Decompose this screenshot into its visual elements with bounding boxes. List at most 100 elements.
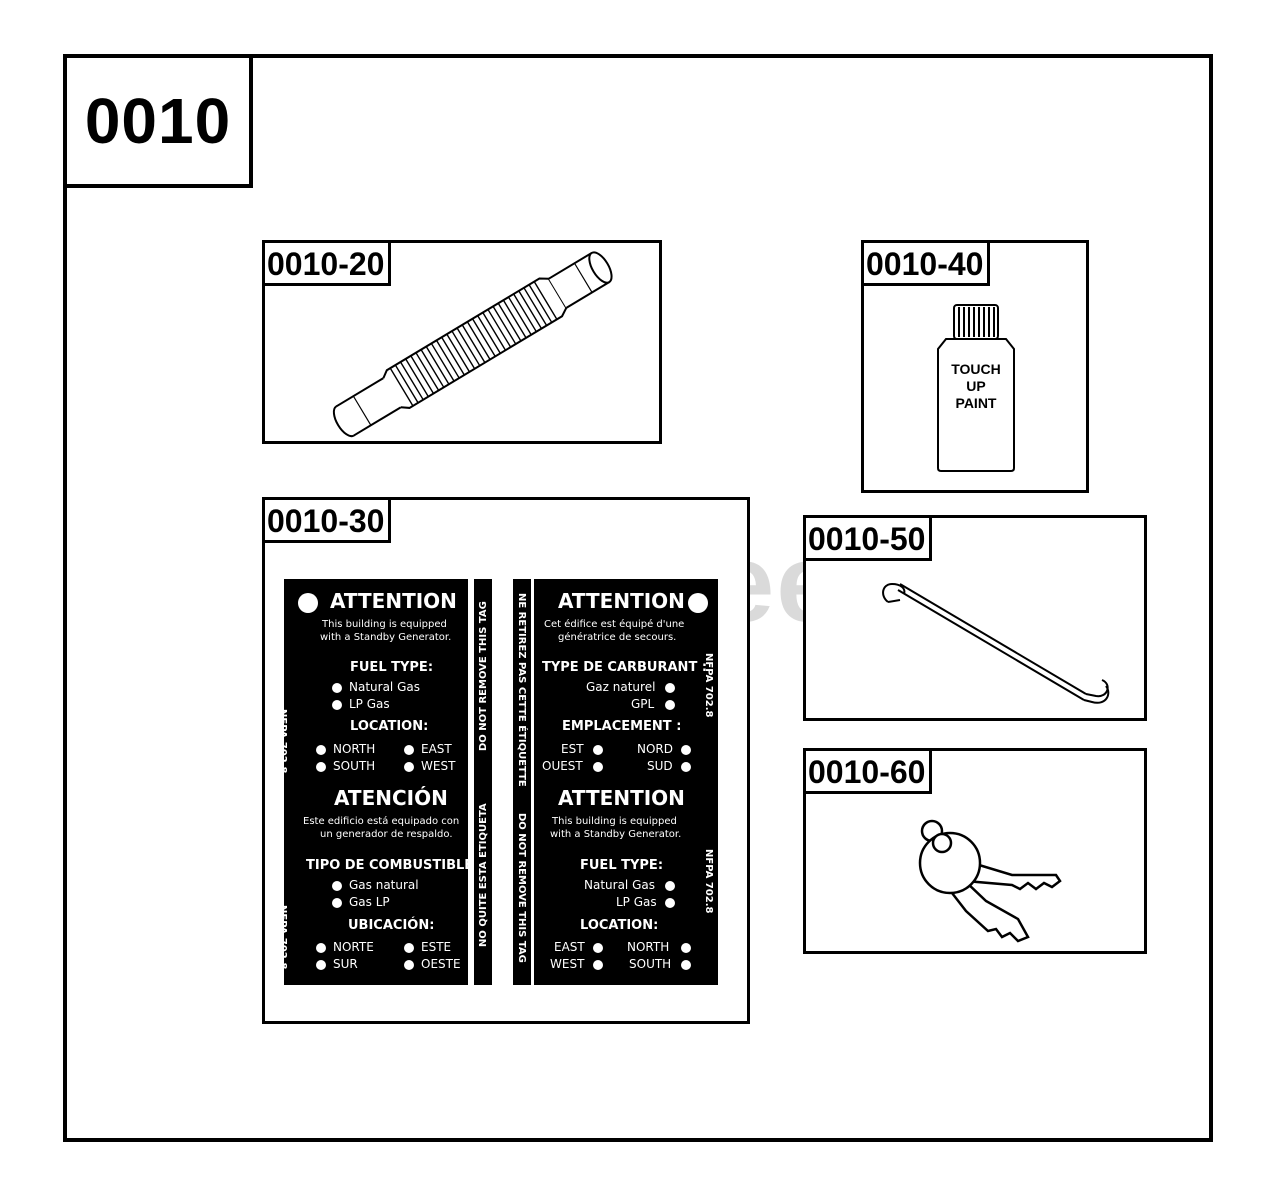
flex-hose-illustration (332, 251, 613, 438)
loc-nord: NORD (637, 742, 673, 756)
bottle-label-line-2: UP (966, 378, 986, 394)
checkbox-dot (665, 683, 675, 693)
part-id-0010-20: 0010-20 (265, 243, 392, 286)
checkbox-dot (404, 762, 414, 772)
part-id-0010-50: 0010-50 (806, 518, 933, 561)
part-id-0010-30: 0010-30 (265, 500, 392, 543)
checkbox-dot (681, 745, 691, 755)
checkbox-dot (593, 960, 603, 970)
checkbox-dot (593, 745, 603, 755)
nfpa-code: NFPA 702.8 (277, 709, 288, 774)
fuel-type-heading-en: FUEL TYPE: (580, 858, 664, 873)
fuel-type-heading-es: TIPO DE COMBUSTIBLE: (306, 858, 479, 873)
tag-desc-en-line1: This building is equipped (552, 816, 677, 827)
fuel-option-es-2: Gas LP (349, 895, 390, 909)
tag-tear-strip-left: DO NOT REMOVE THIS TAG NO QUITE ESTA ETI… (474, 579, 492, 985)
checkbox-dot (404, 745, 414, 755)
checkbox-dot (332, 898, 342, 908)
nfpa-code: NFPA 702.8 (703, 849, 714, 914)
part-id-0010-40: 0010-40 (864, 243, 991, 286)
tag-title-en: ATTENTION (558, 786, 685, 810)
part-panel-0010-30[interactable]: 0010-30 ATTENTION This building is equip… (262, 497, 750, 1024)
loc-north: NORTH (333, 742, 376, 756)
tag-desc-es-line2: un generador de respaldo. (320, 829, 453, 840)
tag-desc-en-line2: with a Standby Generator. (550, 829, 682, 840)
tag-title-es: ATENCIÓN (334, 786, 448, 810)
checkbox-dot (404, 960, 414, 970)
fuel-option-en-1: Natural Gas (584, 878, 655, 892)
part-panel-0010-60[interactable]: 0010-60 (803, 748, 1147, 954)
fuel-option-1: Natural Gas (349, 680, 420, 694)
checkbox-dot (681, 943, 691, 953)
tag-title: ATTENTION (330, 589, 457, 613)
loc-west: WEST (550, 957, 585, 971)
checkbox-dot (665, 898, 675, 908)
location-heading-fr: EMPLACEMENT : (562, 719, 682, 734)
tag-desc-es-line1: Este edificio está equipado con (303, 816, 460, 827)
checkbox-dot (316, 943, 326, 953)
fuel-option-es-1: Gas natural (349, 878, 419, 892)
tag-hole (298, 593, 318, 613)
loc-south: SOUTH (333, 759, 376, 773)
bottle-label: TOUCH UP PAINT (938, 361, 1014, 412)
tag-french-english: ATTENTION Cet édifice est équipé d'une g… (534, 579, 718, 985)
checkbox-dot (316, 762, 326, 772)
checkbox-dot (681, 762, 691, 772)
checkbox-dot (593, 762, 603, 772)
checkbox-dot (593, 943, 603, 953)
checkbox-dot (332, 683, 342, 693)
part-panel-0010-40[interactable]: TOUCH UP PAINT 0010-40 (861, 240, 1089, 493)
location-heading: LOCATION: (350, 719, 429, 734)
main-assembly-label: 0010 (63, 54, 253, 188)
part-panel-0010-50[interactable]: 0010-50 (803, 515, 1147, 721)
fuel-option-fr-1: Gaz naturel (586, 680, 656, 694)
nfpa-code: NFPA 702.8 (703, 653, 714, 718)
checkbox-dot (665, 881, 675, 891)
location-heading-en: LOCATION: (580, 918, 659, 933)
tag-desc-fr-line1: Cet édifice est équipé d'une (544, 619, 685, 630)
fuel-type-heading-fr: TYPE DE CARBURANT : (542, 660, 708, 675)
loc-est: EST (561, 742, 584, 756)
tag-desc-fr-line2: génératrice de secours. (558, 632, 677, 643)
part-id-0010-60: 0010-60 (806, 751, 933, 794)
strip-text-top: NE RETIREZ PAS CETTE ÉTIQUETTE (516, 593, 527, 787)
tag-desc-line1: This building is equipped (322, 619, 447, 630)
loc-norte: NORTE (333, 940, 374, 954)
tag-title-fr: ATTENTION (558, 589, 685, 613)
loc-east: EAST (421, 742, 452, 756)
loc-west: WEST (421, 759, 456, 773)
loc-south: SOUTH (629, 957, 672, 971)
checkbox-dot (332, 881, 342, 891)
checkbox-dot (681, 960, 691, 970)
tag-desc-line2: with a Standby Generator. (320, 632, 452, 643)
location-heading-es: UBICACIÓN: (348, 918, 435, 933)
strip-text-bottom: DO NOT REMOVE THIS TAG (516, 813, 527, 963)
fuel-option-en-2: LP Gas (616, 895, 657, 909)
checkbox-dot (404, 943, 414, 953)
loc-sur: SUR (333, 957, 358, 971)
tag-tear-strip-right: NE RETIREZ PAS CETTE ÉTIQUETTE DO NOT RE… (513, 579, 531, 985)
loc-sud: SUD (647, 759, 673, 773)
strip-text-bottom: NO QUITE ESTA ETIQUETA (478, 803, 489, 947)
checkbox-dot (316, 745, 326, 755)
fuel-option-fr-2: GPL (631, 697, 655, 711)
loc-north: NORTH (627, 940, 670, 954)
loc-oeste: OESTE (421, 957, 461, 971)
fuel-option-2: LP Gas (349, 697, 390, 711)
checkbox-dot (316, 960, 326, 970)
diagram-frame (63, 54, 1213, 1142)
checkbox-dot (332, 700, 342, 710)
paint-bottle-illustration (937, 304, 1015, 472)
tag-english-spanish: ATTENTION This building is equipped with… (277, 579, 478, 985)
nfpa-code: NFPA 702.8 (277, 905, 288, 970)
loc-este: ESTE (421, 940, 452, 954)
loc-ouest: OUEST (542, 759, 583, 773)
bottle-label-line-1: TOUCH (951, 361, 1001, 377)
fuel-type-heading: FUEL TYPE: (350, 660, 434, 675)
hook-rod-illustration (882, 582, 1110, 704)
part-panel-0010-20[interactable]: 0010-20 (262, 240, 662, 444)
keys-illustration (918, 819, 1062, 943)
checkbox-dot (665, 700, 675, 710)
bottle-label-line-3: PAINT (955, 395, 997, 411)
loc-east: EAST (554, 940, 585, 954)
